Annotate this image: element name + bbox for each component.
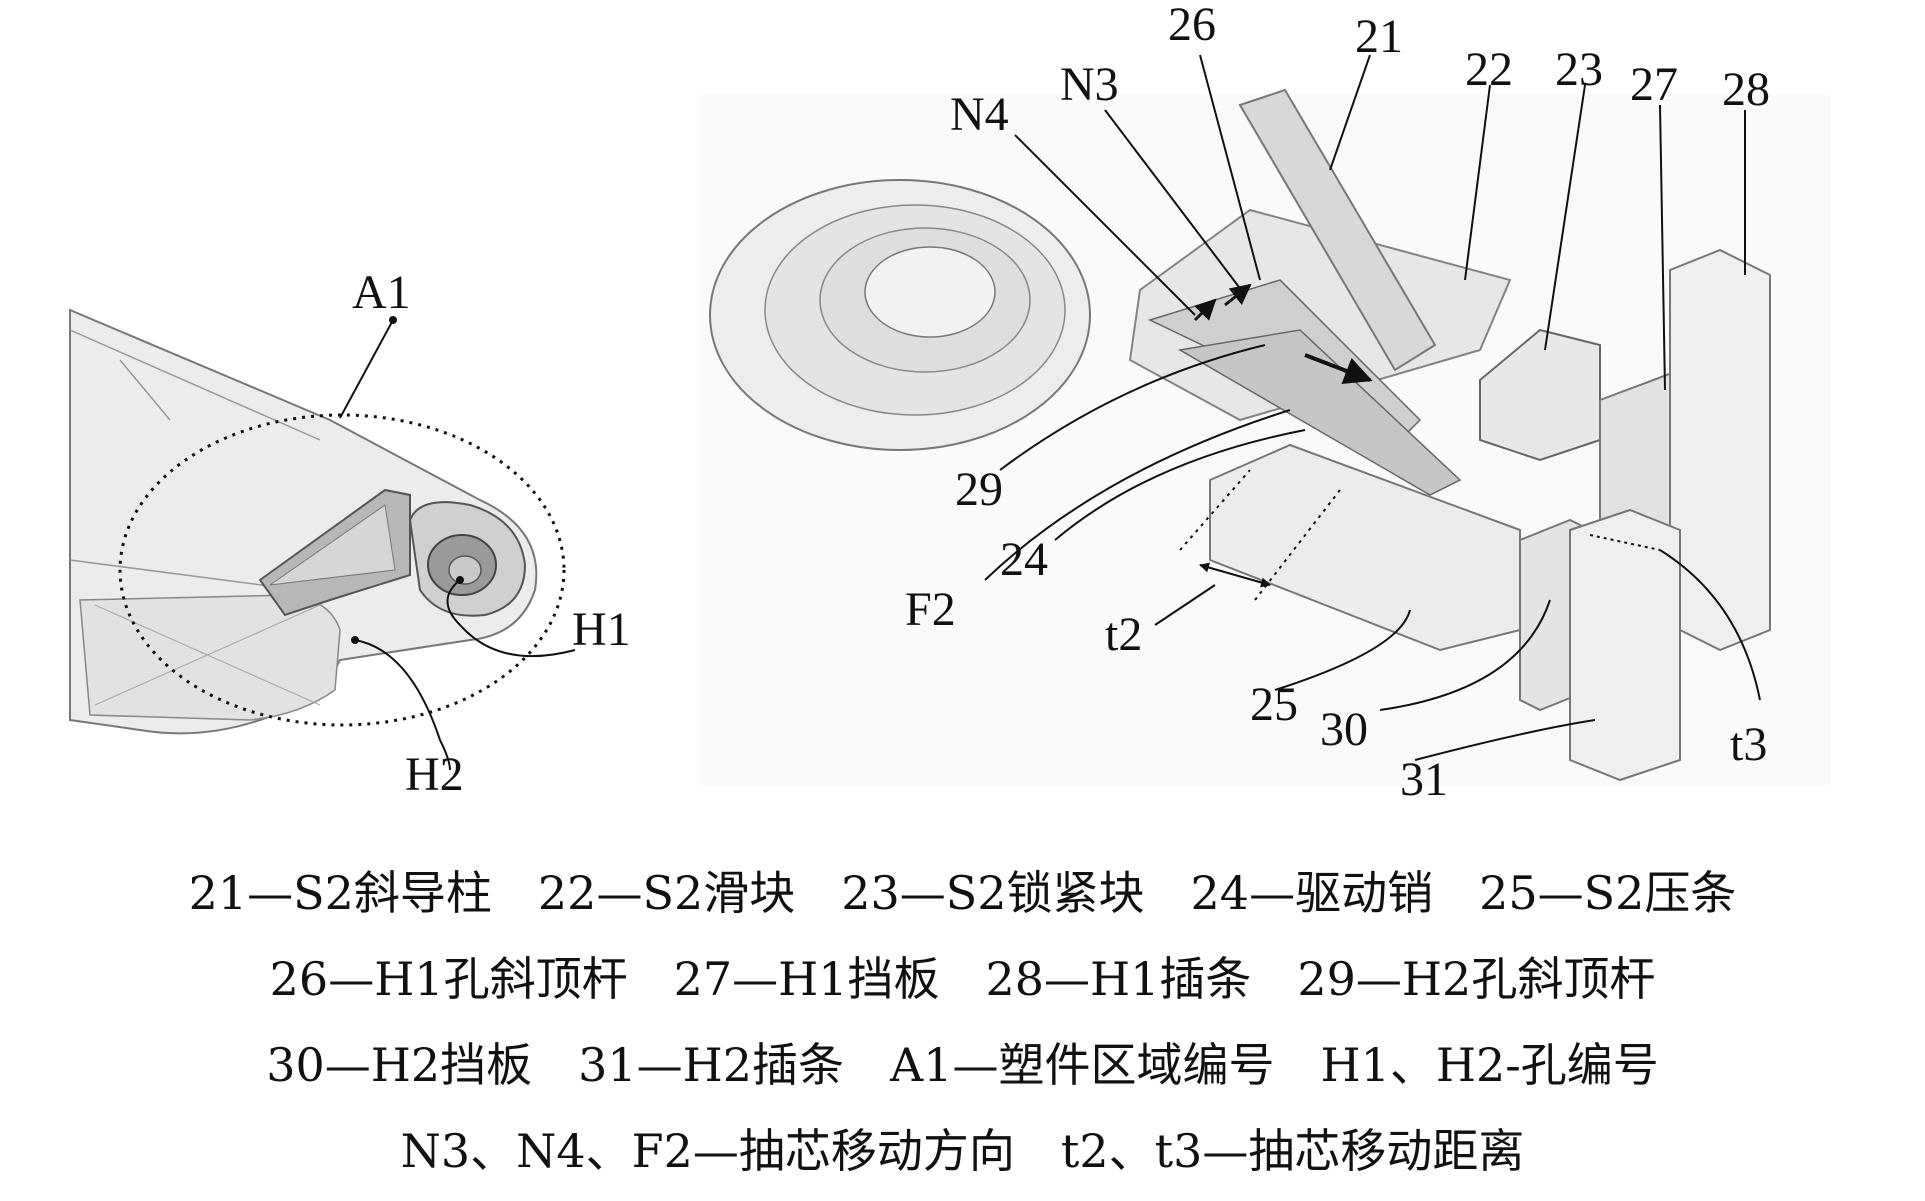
label-27: 27 xyxy=(1630,58,1678,111)
caption-line-2: 26—H1孔斜顶杆 27—H1挡板 28—H1插条 29—H2孔斜顶杆 xyxy=(269,952,1656,1006)
label-n4: N4 xyxy=(950,88,1009,141)
dim-t2 xyxy=(1199,562,1271,588)
leader-a1 xyxy=(339,319,394,419)
label-t2: t2 xyxy=(1105,608,1142,661)
label-30: 30 xyxy=(1320,703,1368,756)
hole-h1-inner xyxy=(448,555,482,585)
caption-line-4: N3、N4、F2—抽芯移动方向 t2、t3—抽芯移动距离 xyxy=(400,1124,1525,1178)
dim-line-t2-left xyxy=(1179,469,1251,551)
label-n3: N3 xyxy=(1060,58,1119,111)
label-21: 21 xyxy=(1355,10,1403,63)
leader-a1-dot xyxy=(389,316,397,324)
slot-h2-inner xyxy=(269,504,396,586)
mold-diagram: A1 H1 H2 xyxy=(69,0,1830,800)
leader-h2 xyxy=(354,639,451,771)
leader-h1-dot xyxy=(456,576,464,584)
label-31: 31 xyxy=(1400,753,1448,800)
label-h2: H2 xyxy=(405,748,464,800)
caption-line-1: 21—S2斜导柱 22—S2滑块 23—S2锁紧块 24—驱动销 25—S2压条 xyxy=(188,866,1737,920)
dim-t3 xyxy=(1589,534,1661,551)
label-24: 24 xyxy=(1000,533,1048,586)
leader-lines xyxy=(984,54,1761,761)
label-f2: F2 xyxy=(905,583,956,636)
left-part-view: A1 H1 H2 xyxy=(69,266,631,800)
label-26: 26 xyxy=(1168,0,1216,51)
label-29: 29 xyxy=(955,463,1003,516)
right-mold-view: 26 21 N4 N3 22 23 27 28 29 F2 24 t2 25 3… xyxy=(700,0,1830,800)
label-22: 22 xyxy=(1465,43,1513,96)
label-28: 28 xyxy=(1722,63,1770,116)
arrow-n3 xyxy=(1224,283,1252,307)
leader-h2-dot xyxy=(351,636,359,644)
leader-h1 xyxy=(446,579,576,658)
insert-bar-31 xyxy=(1569,508,1681,782)
arrow-n4 xyxy=(1193,298,1217,322)
region-a1-outline xyxy=(118,413,566,727)
insert-bar-28 xyxy=(1669,248,1771,652)
lifter-29 xyxy=(1177,329,1462,496)
round-part-cap xyxy=(864,246,996,338)
arrow-f2 xyxy=(1304,353,1373,385)
caption-line-3: 30—H2挡板 31—H2插条 A1—塑件区域编号 H1、H2-孔编号 xyxy=(266,1038,1659,1092)
label-25: 25 xyxy=(1250,678,1298,731)
angled-pin-21 xyxy=(1238,88,1437,372)
label-h1: H1 xyxy=(572,603,631,656)
figure-caption: 21—S2斜导柱 22—S2滑块 23—S2锁紧块 24—驱动销 25—S2压条… xyxy=(0,850,1925,1194)
label-23: 23 xyxy=(1555,43,1603,96)
label-t3: t3 xyxy=(1730,718,1767,771)
label-a1: A1 xyxy=(352,266,411,319)
